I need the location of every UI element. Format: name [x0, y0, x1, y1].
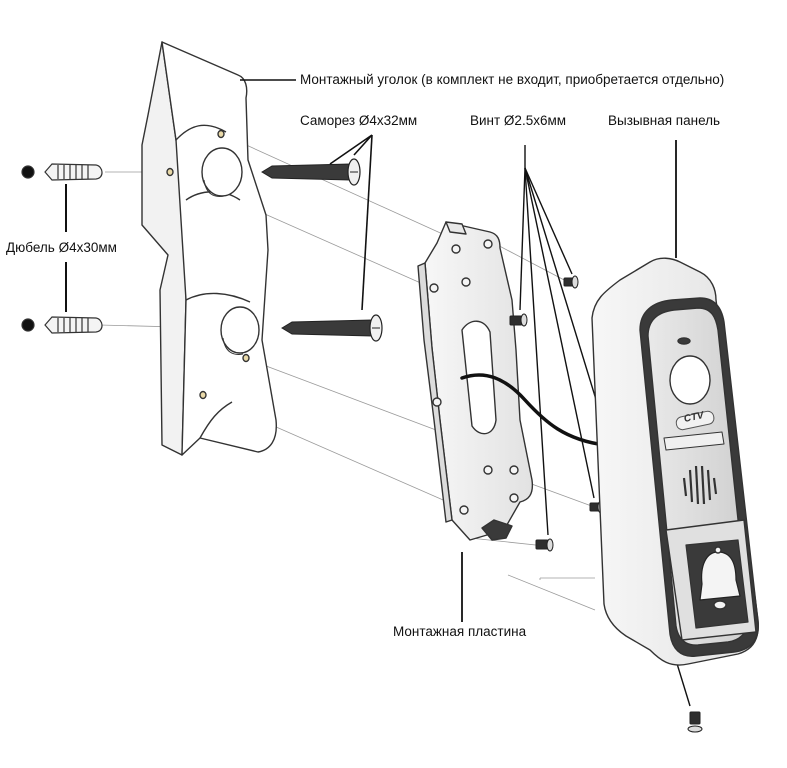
mounting-plate-label: Монтажная пластина — [393, 624, 527, 639]
screw-bottom — [281, 314, 383, 342]
bolt-1 — [563, 275, 579, 289]
dowel-label: Дюбель Ø4x30мм — [6, 240, 117, 255]
bolt-4 — [535, 538, 554, 552]
corner-bracket — [141, 41, 277, 456]
dowel-top — [21, 163, 103, 181]
screw-pointer — [329, 134, 373, 311]
screw-label: Саморез Ø4x32мм — [300, 113, 418, 128]
cable — [460, 373, 607, 447]
screw-top — [261, 158, 361, 186]
call-panel-label: Вызывная панель — [608, 113, 721, 128]
corner-bracket-label: Монтажный уголок (в комплект не входит, … — [300, 72, 725, 87]
bolt-label: Винт Ø2.5x6мм — [470, 113, 567, 128]
mounting-plate — [417, 221, 534, 541]
call-panel — [591, 257, 759, 666]
dowel-bottom — [21, 316, 103, 334]
bolt-bottom — [687, 711, 703, 733]
bolt-2 — [509, 313, 528, 327]
